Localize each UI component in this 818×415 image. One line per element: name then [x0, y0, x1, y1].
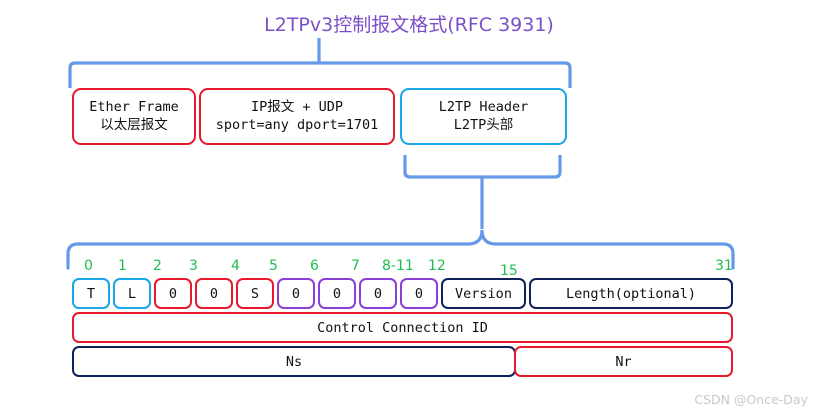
field-cell-x4: 0 [318, 278, 356, 309]
field-cell-t: T [72, 278, 110, 309]
l2tp-header-bracket [403, 155, 562, 179]
field-cell-x5: 0 [359, 278, 397, 309]
ruler-label-7: 7 [351, 258, 360, 274]
encapsulation-bracket [68, 61, 572, 88]
ruler-label-0: 0 [84, 258, 93, 274]
field-cell-version: Version [441, 278, 526, 309]
box-line-1: IP报文 + UDP [250, 98, 344, 115]
box-line-1: Ether Frame [89, 98, 179, 115]
ruler-label-6: 6 [310, 258, 319, 274]
encapsulation-box-ether-frame: Ether Frame 以太层报文 [72, 88, 196, 145]
ruler-label-15: 15 [500, 263, 518, 279]
ruler-label-8-11: 8-11 [382, 258, 414, 274]
ruler-label-12: 12 [428, 258, 446, 274]
ruler-label-2: 2 [153, 258, 162, 274]
field-cell-x1: 0 [154, 278, 192, 309]
box-line-2: L2TP头部 [453, 116, 514, 133]
ruler-label-5: 5 [269, 258, 278, 274]
bitfield-brace [66, 229, 735, 270]
field-cell-x6: 0 [400, 278, 438, 309]
field-cell-s: S [236, 278, 274, 309]
encapsulation-box-l2tp-header: L2TP Header L2TP头部 [400, 88, 567, 145]
field-cell-length: Length(optional) [529, 278, 733, 309]
page-title: L2TPv3控制报文格式(RFC 3931) [264, 14, 554, 36]
field-cell-l: L [113, 278, 151, 309]
box-line-2: 以太层报文 [100, 116, 168, 133]
field-cell-ns: Ns [72, 346, 516, 377]
encapsulation-box-ip-udp: IP报文 + UDP sport=any dport=1701 [199, 88, 395, 145]
box-line-1: L2TP Header [438, 98, 529, 115]
ruler-label-1: 1 [118, 258, 127, 274]
watermark: CSDN @Once-Day [694, 392, 808, 407]
ruler-label-4: 4 [231, 258, 240, 274]
box-line-2: sport=any dport=1701 [215, 116, 379, 133]
ruler-label-31: 31 [715, 258, 733, 274]
field-cell-nr: Nr [514, 346, 733, 377]
ruler-label-3: 3 [189, 258, 198, 274]
field-cell-x2: 0 [195, 278, 233, 309]
field-cell-x3: 0 [277, 278, 315, 309]
field-cell-control-connection-id: Control Connection ID [72, 312, 733, 343]
